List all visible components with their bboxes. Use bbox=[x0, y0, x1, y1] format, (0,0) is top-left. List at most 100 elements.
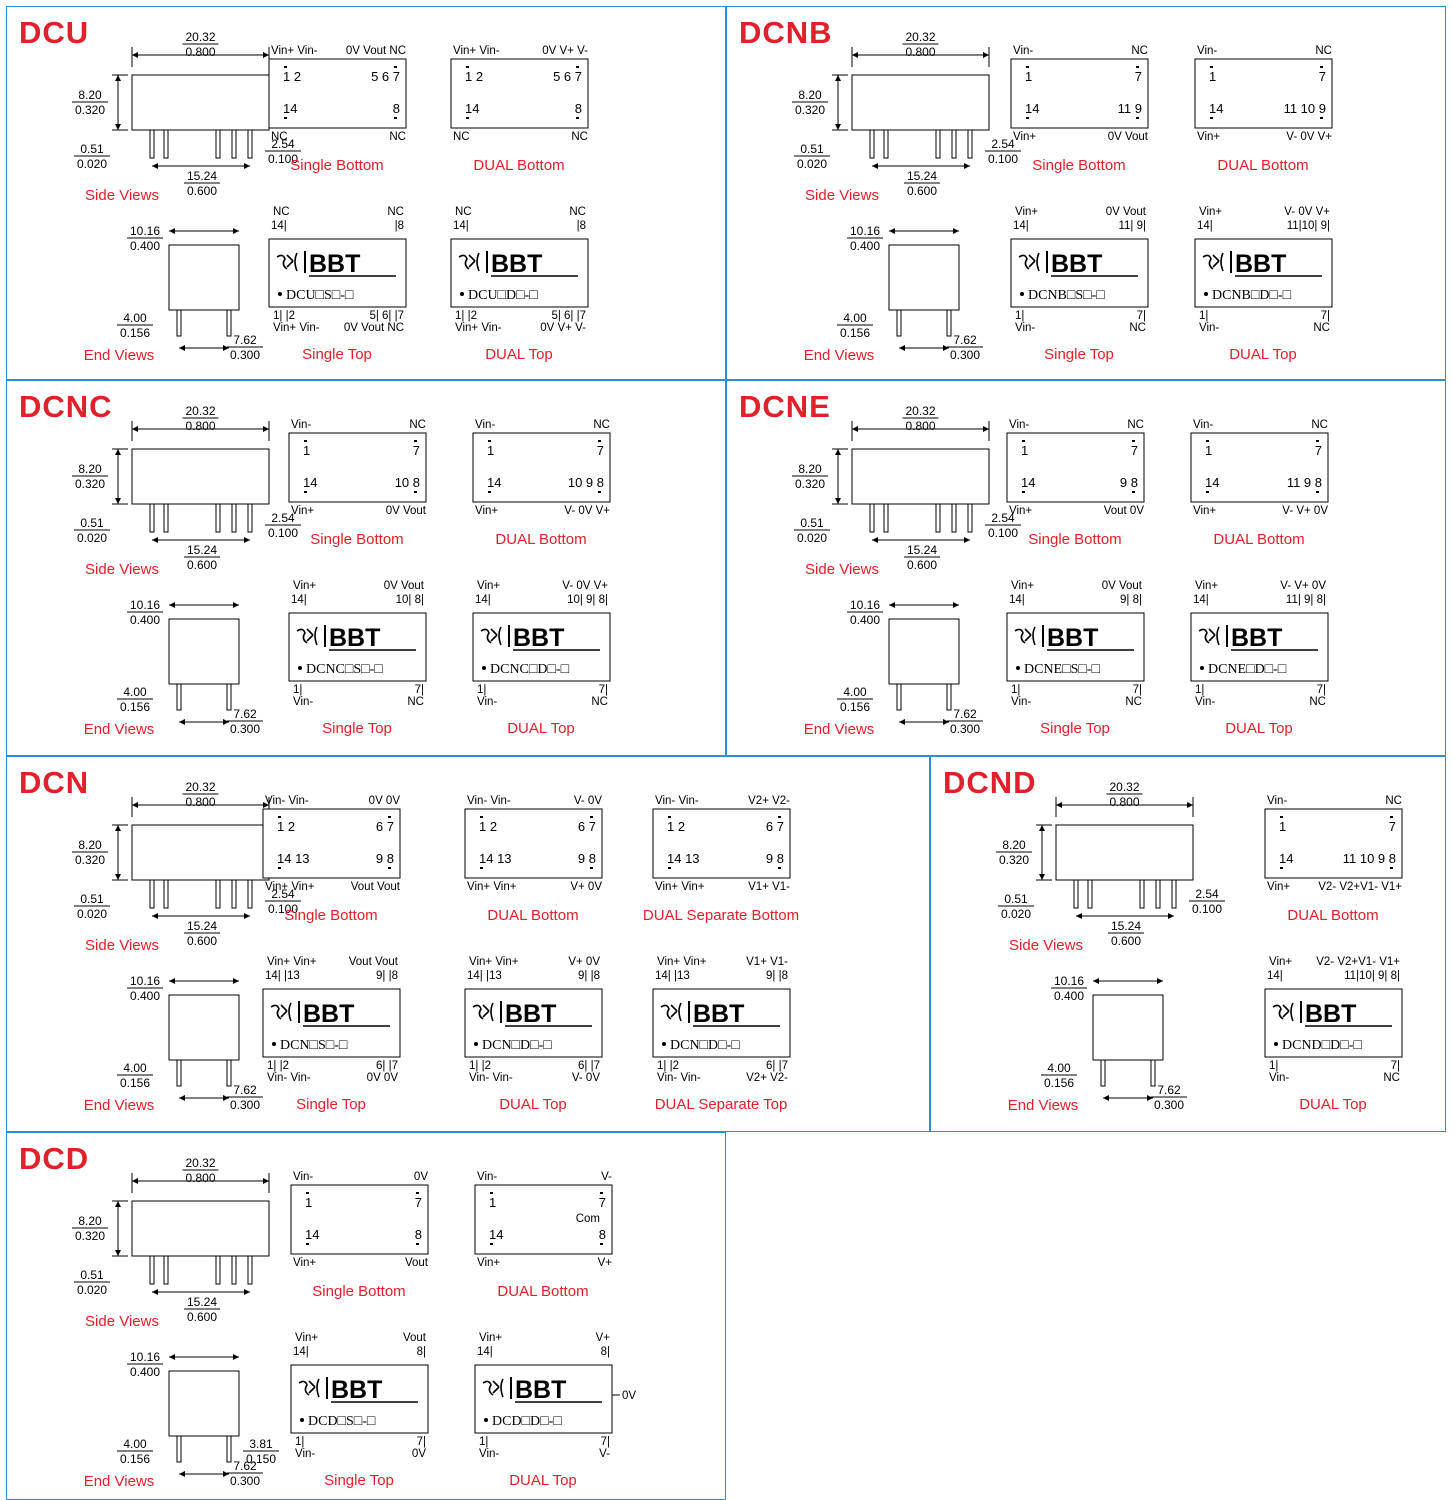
logo-stroke bbox=[276, 252, 298, 272]
pin-nums-top-left: 1 bbox=[1279, 819, 1286, 834]
pin-dot bbox=[394, 117, 397, 119]
pin-dot bbox=[1026, 117, 1029, 119]
pin bbox=[231, 1255, 237, 1285]
bottom-view-box bbox=[472, 432, 611, 503]
pin-nums-below-right: 7| bbox=[1133, 684, 1142, 696]
arrow-head bbox=[132, 802, 138, 808]
arrow-head bbox=[244, 913, 250, 919]
bbt-logo: BBT bbox=[1014, 624, 1098, 652]
logo-mark-icon bbox=[472, 1002, 494, 1022]
panel-drawing: 20.320.8008.200.3200.510.0202.540.10015.… bbox=[792, 404, 1329, 738]
pin-label-above-right: Vout Vout bbox=[349, 956, 399, 968]
pin-label-bottom-left: Vin+ Vin+ bbox=[467, 881, 517, 893]
diagram-caption: DUAL Bottom bbox=[495, 531, 586, 548]
pin-label-below-left: Vin- Vin- bbox=[469, 1072, 513, 1084]
arrow-head bbox=[852, 426, 858, 432]
dim-in: 0.600 bbox=[187, 1310, 217, 1324]
pin-label-below-left: Vin- Vin- bbox=[657, 1072, 701, 1084]
pin-nums-above-right: 9| |8 bbox=[766, 970, 788, 982]
pin-label-above-right: V- 0V V+ bbox=[1284, 206, 1330, 218]
model-code: DCNC□S□-□ bbox=[306, 662, 383, 677]
end-pin bbox=[176, 1435, 182, 1463]
arrow-head bbox=[152, 1289, 158, 1295]
dim-mm: 10.16 bbox=[1054, 974, 1084, 988]
pin-nums-top-right: 6 7 bbox=[766, 819, 784, 834]
pin-dot bbox=[598, 491, 601, 493]
dim-in: 0.600 bbox=[187, 934, 217, 948]
dim-in: 0.800 bbox=[905, 419, 935, 433]
height-dimension: 8.200.320 bbox=[72, 88, 108, 117]
pin-nums-below-right: 7| bbox=[1391, 1060, 1400, 1072]
pin-label-bottom-left: Vin+ bbox=[293, 1257, 316, 1269]
end-width-arrow bbox=[1093, 978, 1163, 984]
pin-nums-above-left: 14| bbox=[1267, 970, 1283, 982]
pin-nums-top-left: 1 bbox=[1205, 443, 1212, 458]
pin-nums-bottom-left: 14 bbox=[487, 475, 501, 490]
span-dimension: 15.240.600 bbox=[184, 169, 220, 198]
end-width-arrow bbox=[169, 602, 239, 608]
pin-nums-top-right: 7 bbox=[413, 443, 420, 458]
pin-dot bbox=[778, 867, 781, 869]
dim-in: 0.020 bbox=[1001, 907, 1031, 921]
pin-width-dimension: 0.510.020 bbox=[998, 892, 1034, 921]
pin-width-dimension: 0.510.020 bbox=[74, 1268, 110, 1297]
logo-mark-icon bbox=[660, 1002, 682, 1022]
pin-nums-bottom-left: 14 bbox=[1205, 475, 1219, 490]
pin-label-below-left: Vin- bbox=[293, 696, 313, 708]
pin-nums-bottom-right: 8 bbox=[415, 1227, 422, 1242]
pin-dot bbox=[278, 816, 281, 818]
arrow-head bbox=[132, 1178, 138, 1184]
pin-label-bottom-right: V- 0V V+ bbox=[564, 505, 610, 517]
bbt-logo: BBT bbox=[482, 1376, 566, 1404]
pin-nums-bottom-right: 10 9 8 bbox=[568, 475, 604, 490]
pin-nums-bottom-left: 14 bbox=[283, 101, 297, 116]
dim-mm: 10.16 bbox=[850, 224, 880, 238]
pin-nums-below-right: 7| bbox=[1317, 684, 1326, 696]
pin bbox=[149, 503, 155, 533]
end-pin bbox=[226, 309, 232, 337]
pin-dot bbox=[416, 1243, 419, 1245]
panel-drawing: 20.320.8008.200.3200.510.0202.540.10015.… bbox=[72, 780, 799, 1114]
pin-label-above-left: NC bbox=[273, 206, 290, 218]
pitch-dimension: 2.540.100 bbox=[265, 137, 301, 166]
model-code: DCND□D□-□ bbox=[1282, 1038, 1362, 1053]
pin-label-below-right: V- 0V bbox=[572, 1072, 600, 1084]
diagram-caption: Single Top bbox=[324, 1472, 394, 1489]
end-body bbox=[168, 244, 240, 311]
dim-mm: 0.51 bbox=[80, 516, 104, 530]
dim-mm: 3.81 bbox=[249, 1437, 273, 1451]
bottom-view-box bbox=[1264, 808, 1403, 879]
pin-label-top-left: Vin- bbox=[291, 419, 311, 431]
pin-dot bbox=[590, 816, 593, 818]
pin-dot bbox=[1132, 440, 1135, 442]
end-body bbox=[168, 994, 240, 1061]
diagram-caption: DUAL Top bbox=[1229, 346, 1297, 363]
arrow-head bbox=[115, 498, 121, 504]
pin-nums-top-left: 1 bbox=[303, 443, 310, 458]
dim-in: 0.400 bbox=[850, 613, 880, 627]
side-views-caption: Side Views bbox=[85, 937, 159, 954]
pin-nums-above-right: 10| 8| bbox=[396, 594, 424, 606]
top-view-box bbox=[652, 988, 791, 1058]
panel-drawing: 20.320.8008.200.3200.510.0202.540.10015.… bbox=[996, 780, 1403, 1114]
row-dimension: 7.620.300 bbox=[227, 1459, 263, 1488]
pin-nums-bottom-right: 9 8 bbox=[376, 851, 394, 866]
dim-mm: 8.20 bbox=[78, 838, 102, 852]
arrow-head bbox=[115, 1201, 121, 1207]
side-label: 0V bbox=[622, 1390, 636, 1402]
dim-mm: 7.62 bbox=[233, 333, 257, 347]
arrow-head bbox=[964, 163, 970, 169]
logo-stroke bbox=[1198, 626, 1220, 646]
logo-mark-icon bbox=[298, 1378, 320, 1398]
logo-stroke bbox=[472, 1002, 494, 1022]
end-pin bbox=[1100, 1059, 1106, 1087]
arrow-head bbox=[899, 719, 905, 725]
pin-nums-below-right: 5| 6| |7 bbox=[551, 310, 586, 322]
side-view: 20.320.8008.200.3200.510.0202.540.10015.… bbox=[72, 404, 301, 578]
logo-stroke bbox=[296, 626, 318, 646]
pin-nums-top-right: 7 bbox=[597, 443, 604, 458]
